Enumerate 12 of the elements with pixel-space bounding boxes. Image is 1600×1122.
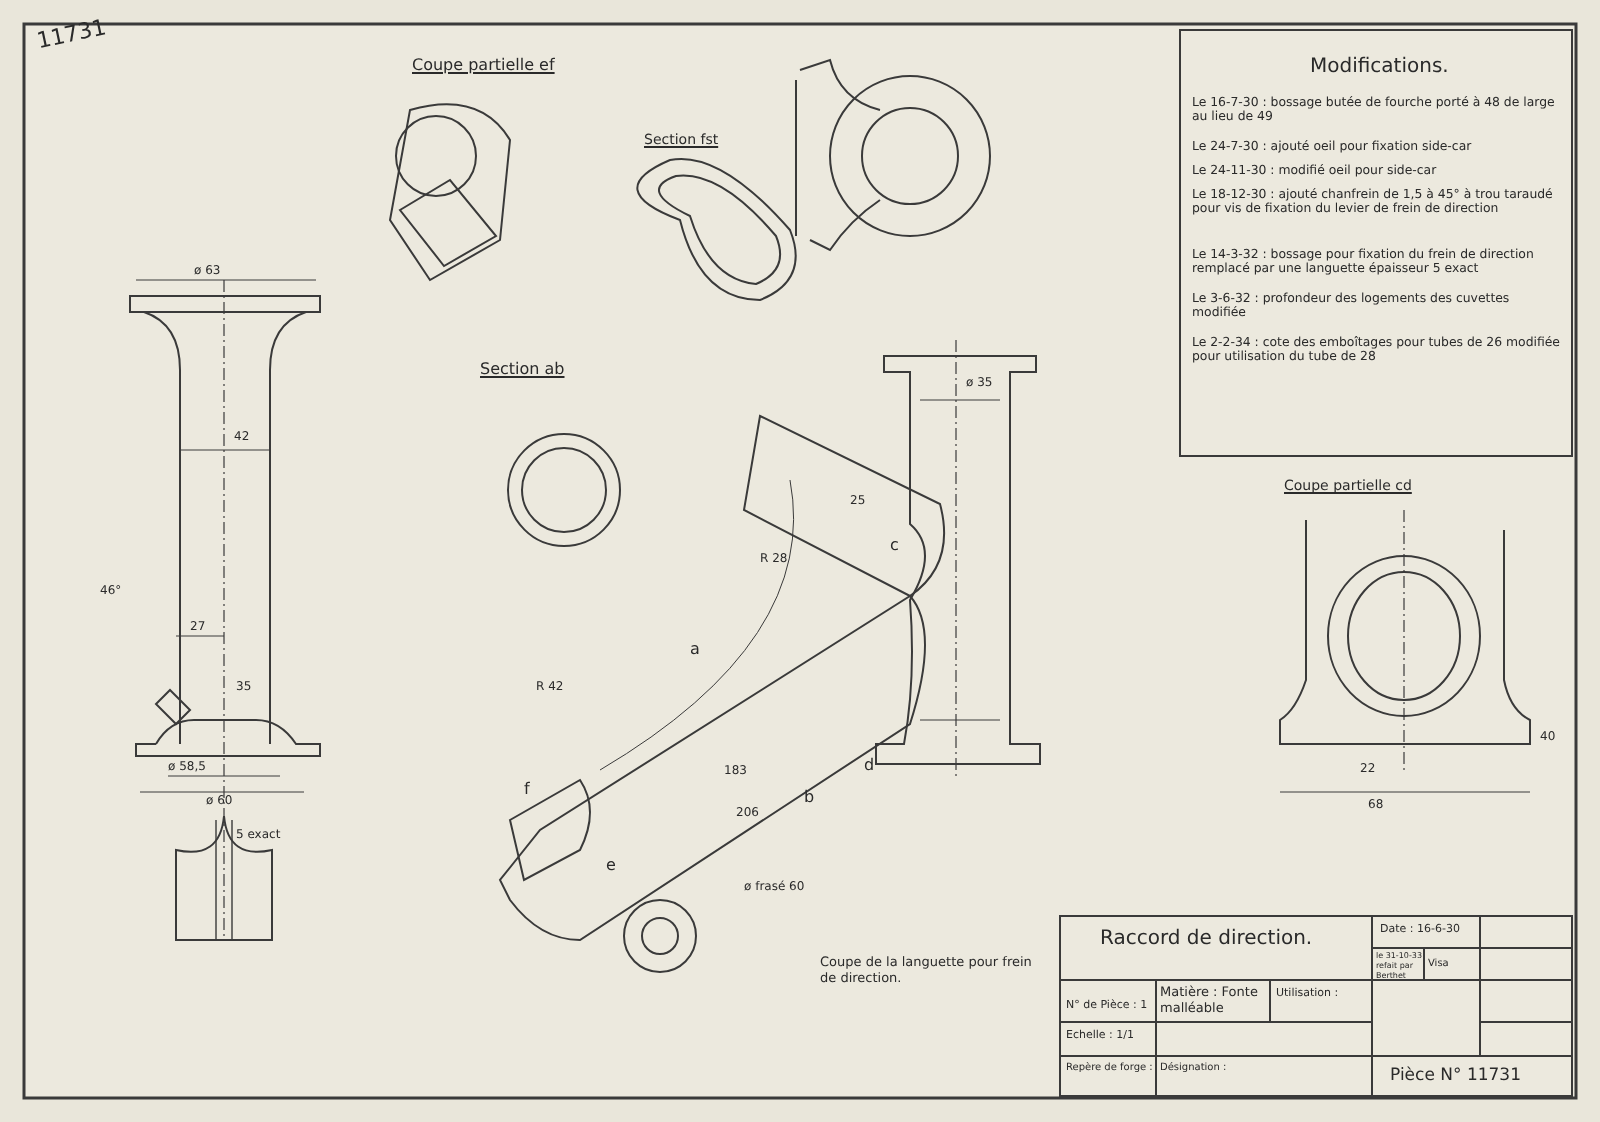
- section-letter: e: [606, 856, 618, 876]
- title-block-text: Pièce N° 11731: [1390, 1066, 1523, 1087]
- section-letter: c: [890, 536, 901, 556]
- section-title: Modifications.: [1310, 56, 1451, 80]
- section-letter: f: [524, 780, 532, 800]
- section-letter: a: [690, 640, 702, 660]
- section-title: Coupe partielle ef: [412, 56, 557, 76]
- section-title: Section ab: [480, 360, 567, 380]
- section-title: Raccord de direction.: [1100, 928, 1315, 952]
- section-letter: d: [864, 756, 877, 776]
- drawing-number: 11731: [34, 12, 111, 55]
- section-letter: b: [804, 788, 817, 808]
